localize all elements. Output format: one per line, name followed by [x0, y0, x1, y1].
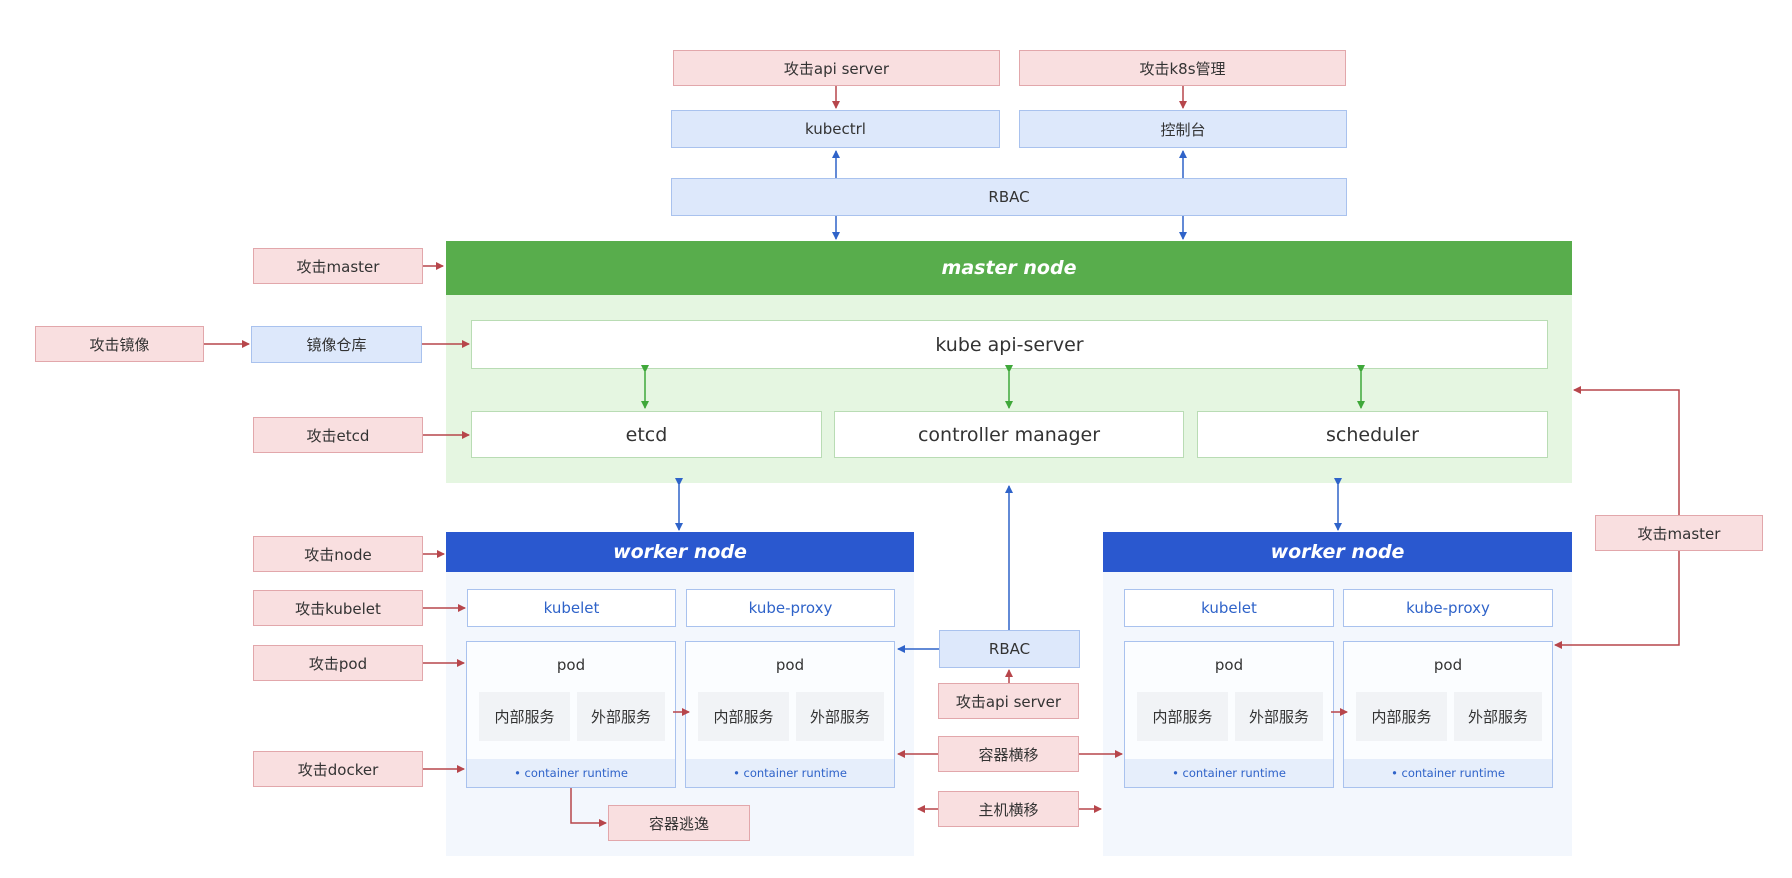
worker-node-left-header: worker node	[446, 532, 914, 572]
kubectrl-box: kubectrl	[671, 110, 1000, 148]
container-runtime: • container runtime	[1344, 759, 1552, 787]
scheduler-box: scheduler	[1197, 411, 1548, 458]
image-registry-box: 镜像仓库	[251, 326, 422, 363]
kubelet-left: kubelet	[467, 589, 676, 627]
pod-left-2: pod 内部服务 外部服务 • container runtime	[685, 641, 895, 788]
container-runtime: • container runtime	[1125, 759, 1333, 787]
attack-node[interactable]: 攻击node	[253, 536, 423, 572]
kube-api-server-box: kube api-server	[471, 320, 1548, 369]
attack-master-left[interactable]: 攻击master	[253, 248, 423, 284]
container-runtime: • container runtime	[467, 759, 675, 787]
worker-node-right-header: worker node	[1103, 532, 1572, 572]
internal-service: 内部服务	[1137, 692, 1228, 741]
pod-title: pod	[556, 656, 586, 674]
pod-right-1: pod 内部服务 外部服务 • container runtime	[1124, 641, 1334, 788]
arrow-attack-master-right-down	[1554, 551, 1680, 649]
console-box: 控制台	[1019, 110, 1347, 148]
container-lateral-move[interactable]: 容器横移	[938, 736, 1079, 772]
pod-right-2: pod 内部服务 外部服务 • container runtime	[1343, 641, 1553, 788]
host-lateral-move[interactable]: 主机横移	[938, 791, 1079, 827]
master-node-header: master node	[446, 241, 1572, 295]
attack-api-server-top[interactable]: 攻击api server	[673, 50, 1000, 86]
container-runtime: • container runtime	[686, 759, 894, 787]
pod-left-1: pod 内部服务 外部服务 • container runtime	[466, 641, 676, 788]
external-service: 外部服务	[1454, 692, 1542, 741]
external-service: 外部服务	[1235, 692, 1323, 741]
attack-docker[interactable]: 攻击docker	[253, 751, 423, 787]
arrow-attack-master-right-up	[1573, 386, 1680, 515]
kube-proxy-left: kube-proxy	[686, 589, 895, 627]
external-service: 外部服务	[577, 692, 665, 741]
kubelet-right: kubelet	[1124, 589, 1334, 627]
container-escape[interactable]: 容器逃逸	[608, 805, 750, 841]
pod-title: pod	[1214, 656, 1244, 674]
pod-title: pod	[775, 656, 805, 674]
attack-image[interactable]: 攻击镜像	[35, 326, 204, 362]
rbac-middle-box: RBAC	[939, 630, 1080, 668]
attack-pod[interactable]: 攻击pod	[253, 645, 423, 681]
controller-manager-box: controller manager	[834, 411, 1184, 458]
etcd-box: etcd	[471, 411, 822, 458]
kube-proxy-right: kube-proxy	[1343, 589, 1553, 627]
internal-service: 内部服务	[1356, 692, 1447, 741]
pod-title: pod	[1433, 656, 1463, 674]
attack-etcd[interactable]: 攻击etcd	[253, 417, 423, 453]
internal-service: 内部服务	[479, 692, 570, 741]
external-service: 外部服务	[796, 692, 884, 741]
attack-k8s-console[interactable]: 攻击k8s管理	[1019, 50, 1346, 86]
attack-master-right[interactable]: 攻击master	[1595, 515, 1763, 551]
attack-api-server-middle[interactable]: 攻击api server	[938, 683, 1079, 719]
attack-kubelet[interactable]: 攻击kubelet	[253, 590, 423, 626]
rbac-top-box: RBAC	[671, 178, 1347, 216]
internal-service: 内部服务	[698, 692, 789, 741]
